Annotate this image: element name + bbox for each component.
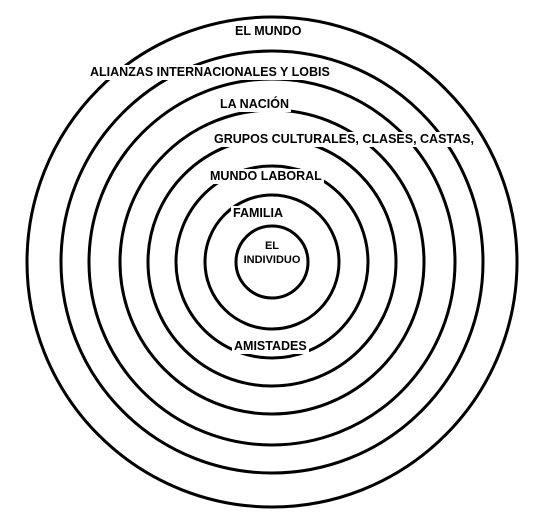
ring-3 bbox=[174, 164, 370, 360]
ring-1 bbox=[234, 224, 310, 300]
center-label: EL INDIVIDUO bbox=[235, 240, 309, 268]
ring-8 bbox=[25, 15, 519, 509]
label-el-mundo: EL MUNDO bbox=[233, 24, 304, 39]
label-mundo-laboral: MUNDO LABORAL bbox=[208, 169, 324, 184]
center-label-line1: EL bbox=[264, 240, 280, 252]
label-grupos-culturales: GRUPOS CULTURALES, CLASES, CASTAS, bbox=[212, 132, 476, 147]
ring-7 bbox=[59, 49, 485, 475]
label-familia: FAMILIA bbox=[231, 206, 285, 221]
label-alianzas-internacionales: ALIANZAS INTERNACIONALES Y LOBIS bbox=[88, 65, 332, 80]
center-label-line2: INDIVIDUO bbox=[243, 253, 301, 266]
label-amistades: AMISTADES bbox=[232, 339, 309, 354]
ring-2 bbox=[203, 193, 341, 331]
label-la-nacion: LA NACIÓN bbox=[218, 97, 291, 112]
